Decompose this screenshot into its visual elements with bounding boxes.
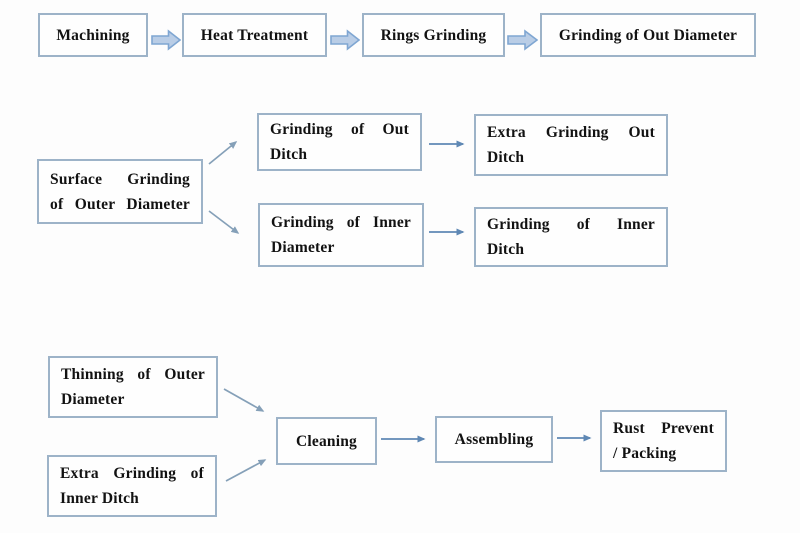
node-label-line1: Rust Prevent: [613, 420, 714, 437]
node-rings-grinding: Rings Grinding: [362, 13, 505, 57]
node-machining: Machining: [38, 13, 148, 57]
node-assembling: Assembling: [435, 416, 553, 463]
node-grinding-out-diameter: Grinding of Out Diameter: [540, 13, 756, 57]
arrow-extra-inner-to-cleaning: [225, 459, 267, 482]
node-label: Heat Treatment: [200, 26, 309, 44]
node-label: Grinding of Out Diameter: [558, 26, 738, 44]
node-extra-grinding-out-ditch: Extra Grinding Out Ditch: [474, 114, 668, 176]
node-surface-grinding: Surface Grinding of Outer Diameter: [37, 159, 203, 224]
node-label-line2: Diameter: [61, 391, 125, 408]
node-label-line2: Diameter: [271, 239, 335, 256]
node-label-line1: Surface Grinding: [50, 170, 190, 188]
node-label-line1: Thinning of Outer: [61, 366, 205, 383]
node-label: Machining: [56, 26, 130, 44]
node-label: Rings Grinding: [380, 26, 487, 44]
node-label-line2: Ditch: [487, 241, 525, 258]
node-grinding-inner-ditch: Grinding of Inner Ditch: [474, 207, 668, 267]
node-label-line2: Ditch: [270, 146, 308, 163]
arrow-surface-to-inner-diameter: [208, 210, 240, 234]
node-label-line1: Grinding of Inner: [271, 214, 411, 231]
block-arrow-shape: [507, 29, 538, 51]
node-label: Assembling: [454, 431, 534, 448]
node-thinning-outer-diameter: Thinning of Outer Diameter: [48, 356, 218, 418]
node-label-line1: Grinding of Out: [270, 121, 409, 138]
node-label-line2: / Packing: [613, 445, 677, 462]
node-label-line1: Grinding of Inner: [487, 216, 655, 233]
block-arrow-shape: [151, 29, 181, 51]
block-arrow-shape: [330, 29, 360, 51]
node-label-line2: Ditch: [487, 149, 525, 166]
node-heat-treatment: Heat Treatment: [182, 13, 327, 57]
arrow-surface-to-out-ditch: [208, 141, 238, 165]
node-rust-prevent-packing: Rust Prevent / Packing: [600, 410, 727, 472]
node-cleaning: Cleaning: [276, 417, 377, 465]
block-arrow-machining-to-heat: [151, 29, 181, 51]
node-label: Cleaning: [295, 432, 358, 450]
node-extra-grinding-inner-ditch: Extra Grinding of Inner Ditch: [47, 455, 217, 517]
block-arrow-heat-to-rings: [330, 29, 360, 51]
node-grinding-inner-diameter: Grinding of Inner Diameter: [258, 203, 424, 267]
arrow-thinning-to-cleaning: [223, 388, 265, 412]
node-label-line2: Inner Ditch: [60, 490, 139, 507]
node-label-line1: Extra Grinding Out: [487, 124, 655, 141]
node-grinding-out-ditch: Grinding of Out Ditch: [257, 113, 422, 171]
node-label-line2: of Outer Diameter: [50, 195, 190, 213]
node-label-line1: Extra Grinding of: [60, 465, 204, 482]
block-arrow-rings-to-outdiameter: [507, 29, 538, 51]
